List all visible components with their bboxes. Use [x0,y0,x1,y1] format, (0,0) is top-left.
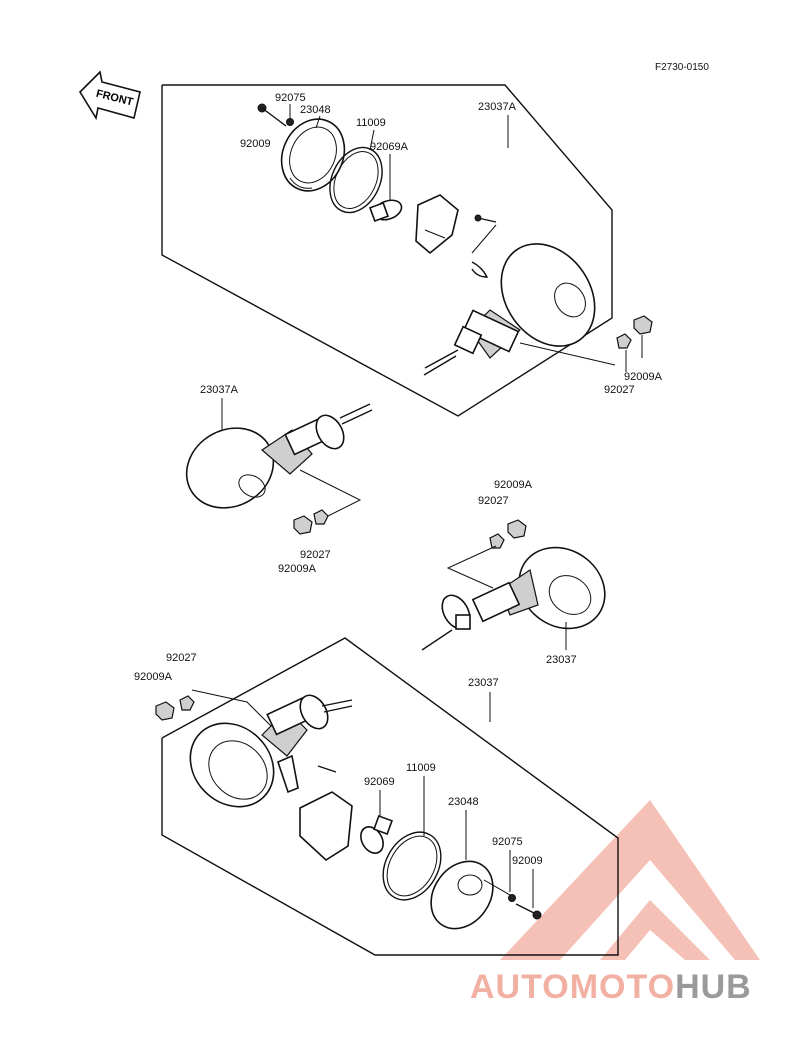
label-11009-lower: 11009 [406,762,436,774]
turn-signal-housing-lower [189,694,353,808]
small-screw-lower [317,765,337,773]
upper-assembly-outline [161,84,613,417]
lens-23048-upper [280,118,346,192]
label-92027-left: 92027 [300,549,331,561]
turn-signal-left-23037A [185,403,373,509]
bulb-92069A-upper [369,199,403,222]
watermark-text: AUTOMOTOHUB [470,968,752,1006]
label-23037A-left: 23037A [200,384,239,396]
label-23037A-upper: 23037A [478,101,517,113]
label-92069-lower: 92069 [364,776,395,788]
screw-92009-lower [515,903,542,920]
label-23048-lower: 23048 [448,796,479,808]
watermark-part1: AUTOMOTO [470,968,675,1006]
label-23037-right: 23037 [546,654,577,666]
socket-bracket-lower [299,791,353,862]
figure-id: F2730-0150 [655,62,709,73]
washer-92075-upper [286,118,294,126]
label-11009-upper: 11009 [356,117,386,129]
washer-92075-lower [508,894,516,902]
front-arrow: FRONT [78,70,141,121]
clip-upper [471,261,489,278]
nut-92027-lower [179,695,195,711]
label-92009A-left: 92009A [278,563,317,575]
nut-92027-right [489,533,505,549]
socket-bracket-upper [415,194,459,255]
bolt-92009A-lower [155,701,175,721]
bolt-92009A-upper [633,315,653,335]
screw-92009-upper [257,103,287,127]
watermark-logo [500,800,760,960]
label-92027-lower: 92027 [166,652,197,664]
label-23037-lower: 23037 [468,677,499,689]
clip-lower [277,754,299,794]
label-92075-upper: 92075 [275,92,306,104]
label-92009A-right: 92009A [494,479,533,491]
gasket-11009-lower [382,831,442,901]
nut-92027-left [313,509,329,525]
bolt-92009A-left [293,515,313,535]
turn-signal-right-23037 [421,546,606,651]
label-92069A-upper: 92069A [370,141,409,153]
bulb-92069-lower [360,815,393,854]
turn-signal-housing-upper [423,243,596,376]
nut-92027-upper [616,333,632,349]
watermark-part2: HUB [675,968,752,1006]
label-92027-right: 92027 [478,495,509,507]
label-23048-upper: 23048 [300,104,331,116]
label-92075-lower: 92075 [492,836,523,848]
label-92027-upper: 92027 [604,384,635,396]
label-92009A-lower: 92009A [134,671,173,683]
lower-assembly-outline [161,637,619,956]
label-92009A-upper: 92009A [624,371,663,383]
label-92009-lower: 92009 [512,855,543,867]
bolt-92009A-right [507,519,527,539]
lens-23048-lower [430,860,494,930]
label-92009-upper: 92009 [240,138,271,150]
